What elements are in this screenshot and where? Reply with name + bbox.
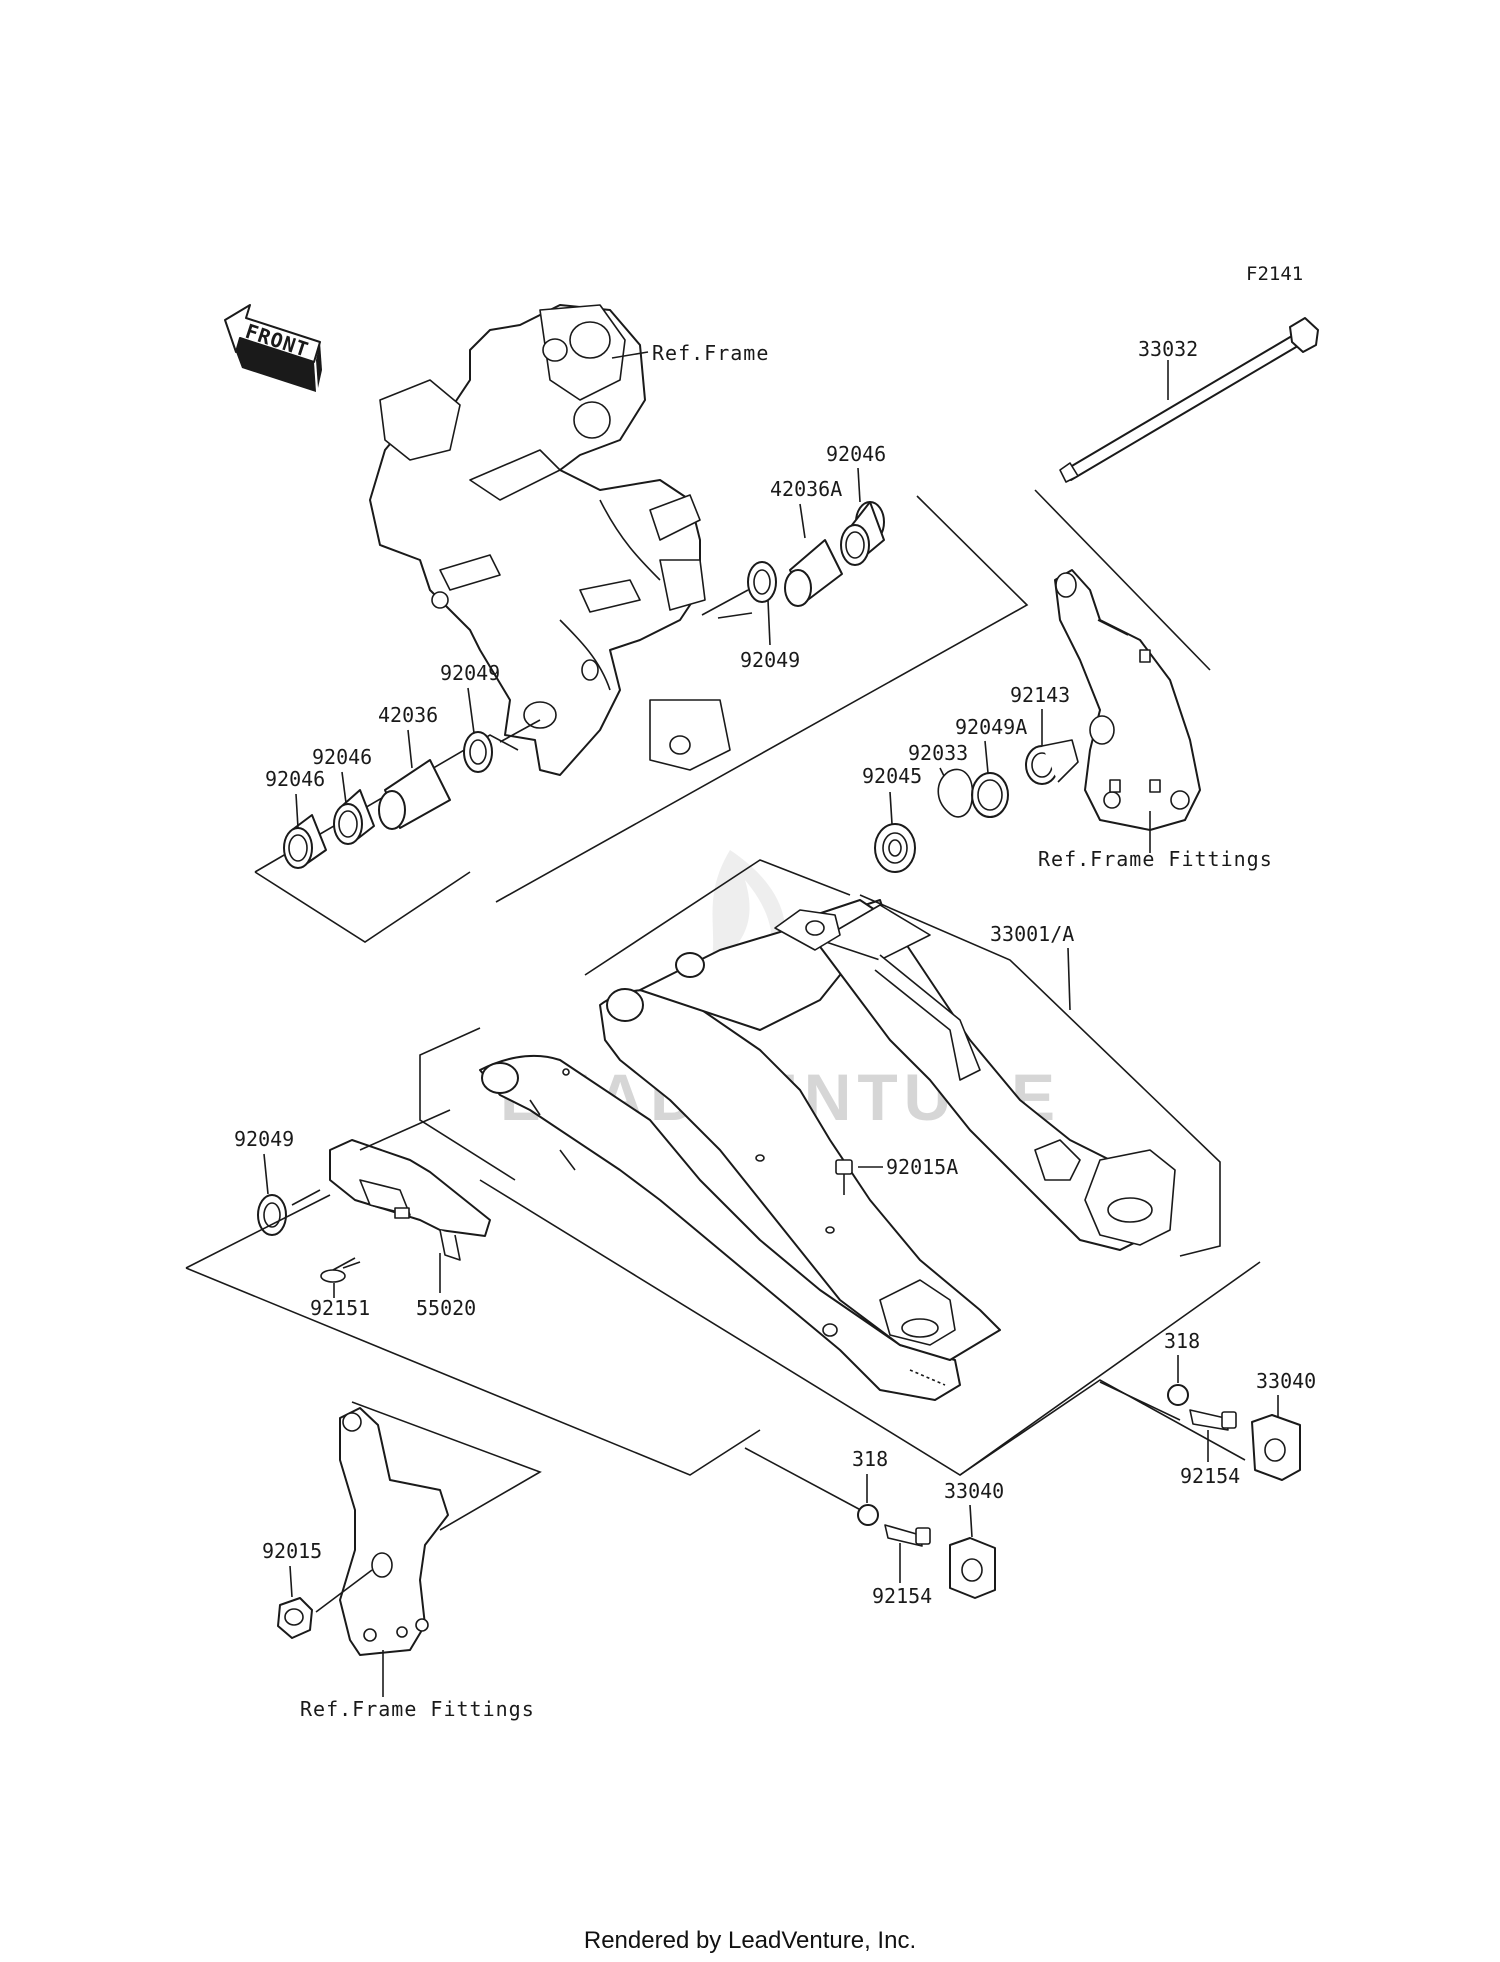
footer-credit: Rendered by LeadVenture, Inc. — [584, 1927, 916, 1954]
collar-upper-part — [784, 539, 843, 607]
screw-92151-part — [320, 1257, 361, 1283]
callout-55020: 55020 — [416, 1296, 476, 1320]
callout-33032: 33032 — [1138, 337, 1198, 361]
needle-bearing-left-part — [283, 814, 327, 869]
circlip-part — [937, 768, 974, 818]
callout-92049A: 92049A — [955, 715, 1027, 739]
callout-92143: 92143 — [1010, 683, 1070, 707]
pivot-shaft-part — [1059, 317, 1319, 483]
needle-bearing-mid-part — [333, 789, 375, 845]
ball-bearing-part — [874, 823, 916, 873]
callout-42036A: 42036A — [770, 477, 842, 501]
bolt-92015A-part — [835, 1159, 853, 1195]
frame-fitting-right-part — [1054, 569, 1201, 831]
callout-92015: 92015 — [262, 1539, 322, 1563]
ref-frame-label: Ref.Frame — [652, 341, 769, 365]
needle-bearing-upper-part — [840, 501, 885, 566]
frame-fitting-left-part — [339, 1407, 449, 1656]
ref-frame-fittings-left-label: Ref.Frame Fittings — [300, 1697, 535, 1721]
swingarm-part — [479, 899, 1176, 1401]
collar-left-part — [378, 759, 451, 830]
seal-lower-part — [257, 1194, 287, 1236]
callout-92049-left: 92049 — [440, 661, 500, 685]
callout-42036: 42036 — [378, 703, 438, 727]
callout-92154-right: 92154 — [1180, 1464, 1240, 1488]
ref-frame-fittings-right-label: Ref.Frame Fittings — [1038, 847, 1273, 871]
callout-92045: 92045 — [862, 764, 922, 788]
front-arrow-icon: FRONT — [224, 304, 322, 392]
callout-318-right: 318 — [1164, 1329, 1200, 1353]
callout-92049-low: 92049 — [234, 1127, 294, 1151]
nut-92015-part — [277, 1597, 313, 1639]
nut-318-bottom-part — [857, 1504, 879, 1526]
callout-92046-left: 92046 — [265, 767, 325, 791]
adjuster-block-bottom-part — [949, 1537, 996, 1599]
callout-92049-top: 92049 — [740, 648, 800, 672]
diagram-code: F2141 — [1246, 263, 1303, 285]
callout-33001A: 33001/A — [990, 922, 1074, 946]
frame-part — [369, 304, 731, 776]
callout-33040-right: 33040 — [1256, 1369, 1316, 1393]
callout-92046-top: 92046 — [826, 442, 886, 466]
callout-318-bottom: 318 — [852, 1447, 888, 1471]
callout-92046-mid: 92046 — [312, 745, 372, 769]
seal-upper-part — [747, 561, 777, 603]
chain-slider-part — [329, 1139, 491, 1261]
callout-92154-bottom: 92154 — [872, 1584, 932, 1608]
nut-318-right-part — [1167, 1384, 1189, 1406]
pivot-collar-right-part — [1025, 739, 1079, 785]
adjuster-block-right-part — [1251, 1414, 1301, 1481]
bolt-92154-right-part — [1189, 1409, 1237, 1431]
callout-33040-bottom: 33040 — [944, 1479, 1004, 1503]
bolt-92154-bottom-part — [884, 1524, 931, 1547]
callout-92015A: 92015A — [886, 1155, 958, 1179]
seal-right-part — [971, 772, 1009, 818]
seal-left-part — [463, 731, 493, 773]
callout-92151: 92151 — [310, 1296, 370, 1320]
callout-92033: 92033 — [908, 741, 968, 765]
